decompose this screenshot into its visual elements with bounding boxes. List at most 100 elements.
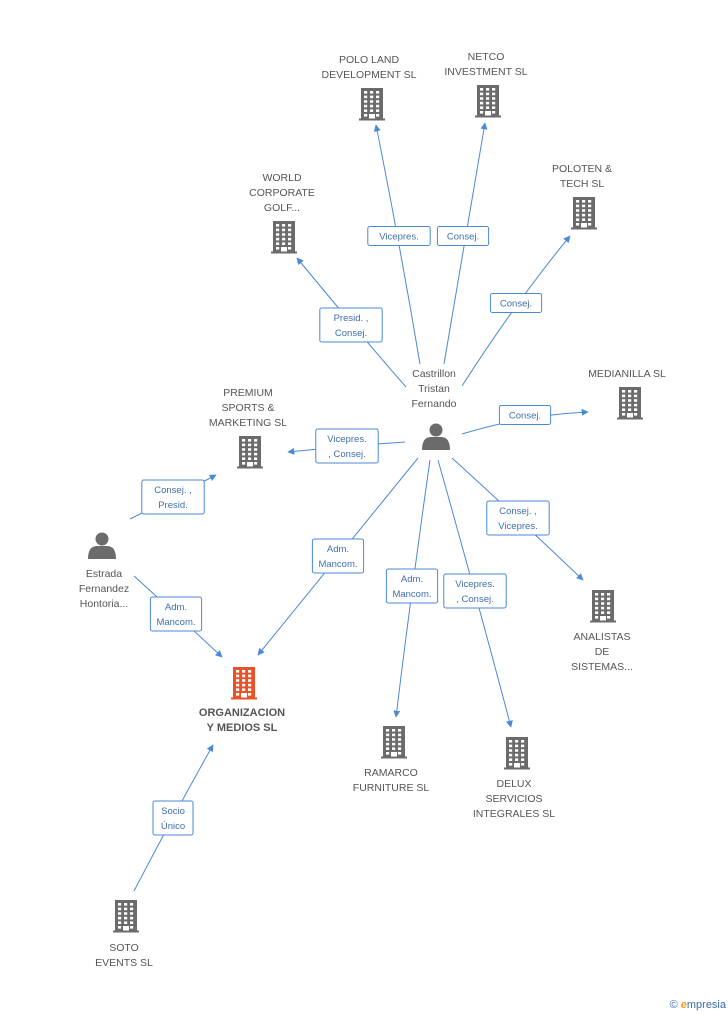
edge-label[interactable]: Adm.Mancom. bbox=[385, 568, 439, 604]
node-label: SERVICIOS bbox=[486, 793, 543, 805]
edge-label-text: Consej. bbox=[335, 328, 367, 339]
node-label: SOTO bbox=[109, 942, 139, 954]
node-world[interactable]: WORLD CORPORATE GOLF... bbox=[249, 172, 315, 254]
edge-label-box bbox=[498, 405, 552, 425]
edge-label-text: Adm. bbox=[327, 544, 349, 555]
edge-label-text: Vicepres. bbox=[379, 232, 418, 243]
edge-castrillon-to-analistas: Consej. , Vicepres. bbox=[451, 457, 584, 581]
edge-label-text: , Consej. bbox=[456, 594, 494, 605]
edge-label-text: Consej. bbox=[509, 411, 541, 422]
node-label: POLOTEN & bbox=[552, 163, 612, 175]
node-label: SISTEMAS... bbox=[571, 661, 633, 673]
edge-label-text: Socio bbox=[161, 806, 185, 817]
building-icon bbox=[475, 85, 501, 118]
node-label: Fernandez bbox=[79, 583, 129, 595]
edge-estrada-to-premium: Consej. ,Presid. bbox=[129, 474, 217, 520]
node-label: Estrada bbox=[86, 568, 122, 580]
node-label: MEDIANILLA SL bbox=[588, 368, 666, 380]
edge-castrillon-to-medianilla: Consej. bbox=[461, 405, 589, 435]
edge-label[interactable]: Consej. bbox=[489, 293, 543, 313]
node-analistas[interactable]: ANALISTAS DE SISTEMAS... bbox=[571, 590, 633, 673]
edge-label-text: Adm. bbox=[401, 574, 423, 585]
edge-label[interactable]: Consej. bbox=[436, 226, 490, 246]
edge-label[interactable]: Vicepres. bbox=[367, 226, 431, 246]
edge-label-text: Vicepres. bbox=[498, 521, 537, 532]
node-medianilla[interactable]: MEDIANILLA SL bbox=[588, 368, 666, 420]
brand-initial: e bbox=[680, 999, 687, 1011]
node-label: DE bbox=[595, 646, 610, 658]
edge-label-text: Presid. bbox=[158, 500, 188, 511]
edge-castrillon-to-polo_land: Vicepres. bbox=[367, 124, 431, 365]
building-icon bbox=[113, 900, 139, 933]
edge-label[interactable]: Adm. Mancom. bbox=[311, 538, 365, 574]
edge-label-text: Mancom. bbox=[156, 617, 195, 628]
edge-label-box bbox=[489, 293, 543, 313]
edge-label[interactable]: Vicepres. , Consej. bbox=[443, 573, 507, 609]
edge-castrillon-to-premium: Vicepres., Consej. bbox=[287, 428, 406, 464]
edge-label-text: Vicepres. bbox=[455, 579, 494, 590]
building-icon bbox=[359, 88, 385, 121]
edge-label[interactable]: Consej. bbox=[498, 405, 552, 425]
edge-castrillon-to-world: Presid. ,Consej. bbox=[296, 257, 407, 388]
edge-label-box bbox=[443, 573, 507, 609]
node-label: Hontoria... bbox=[80, 598, 128, 610]
building-icon bbox=[504, 737, 530, 770]
node-label: PREMIUM bbox=[223, 387, 273, 399]
edge-label[interactable]: Vicepres., Consej. bbox=[315, 428, 379, 464]
node-label: ANALISTAS bbox=[574, 631, 631, 643]
building-icon bbox=[231, 667, 257, 700]
edges-layer: Vicepres.Consej.Consej.Presid. ,Consej.C… bbox=[129, 122, 589, 892]
edge-label-box bbox=[152, 800, 194, 836]
building-icon bbox=[237, 436, 263, 469]
node-netco[interactable]: NETCO INVESTMENT SL bbox=[444, 51, 528, 118]
edge-label-text: Consej. , bbox=[499, 506, 537, 517]
node-organizacion[interactable]: ORGANIZACION Y MEDIOS SL bbox=[199, 667, 285, 734]
node-label: GOLF... bbox=[264, 202, 300, 214]
edge-label[interactable]: Presid. ,Consej. bbox=[319, 307, 383, 343]
edge-label[interactable]: Consej. ,Presid. bbox=[141, 479, 205, 515]
node-label: Castrillon bbox=[412, 368, 456, 380]
node-poloten[interactable]: POLOTEN &TECH SL bbox=[552, 163, 612, 230]
node-label: Y MEDIOS SL bbox=[207, 722, 278, 734]
edge-castrillon-to-poloten: Consej. bbox=[461, 235, 571, 387]
edge-label-box bbox=[436, 226, 490, 246]
node-label: Tristan bbox=[418, 383, 450, 395]
person-icon bbox=[422, 423, 450, 450]
node-label: CORPORATE bbox=[249, 187, 315, 199]
copyright-symbol: © bbox=[669, 999, 678, 1011]
node-estrada[interactable]: EstradaFernandezHontoria... bbox=[79, 532, 129, 611]
edge-castrillon-to-netco: Consej. bbox=[436, 122, 490, 365]
node-label: SPORTS & bbox=[222, 402, 275, 414]
edge-label-box bbox=[367, 226, 431, 246]
node-label: DELUX bbox=[496, 778, 531, 790]
edge-estrada-to-organizacion: Adm.Mancom. bbox=[133, 575, 223, 658]
building-icon bbox=[590, 590, 616, 623]
node-label: INVESTMENT SL bbox=[444, 66, 527, 78]
node-label: Fernando bbox=[412, 398, 457, 410]
edge-castrillon-to-organizacion: Adm. Mancom. bbox=[257, 457, 419, 656]
node-label: ORGANIZACION bbox=[199, 707, 285, 719]
edge-label[interactable]: Adm.Mancom. bbox=[149, 596, 203, 632]
node-label: POLO LAND bbox=[339, 54, 400, 66]
building-icon bbox=[381, 726, 407, 759]
edge-label[interactable]: Consej. , Vicepres. bbox=[486, 500, 550, 536]
building-icon bbox=[271, 221, 297, 254]
edge-castrillon-to-delux: Vicepres. , Consej. bbox=[437, 459, 513, 728]
node-label: WORLD bbox=[262, 172, 302, 184]
node-label: NETCO bbox=[468, 51, 505, 63]
edge-label-text: , Consej. bbox=[328, 449, 366, 460]
edge-label-text: Mancom. bbox=[318, 559, 357, 570]
edge-label-text: Consej. bbox=[500, 299, 532, 310]
building-icon bbox=[617, 387, 643, 420]
edge-label-box bbox=[315, 428, 379, 464]
